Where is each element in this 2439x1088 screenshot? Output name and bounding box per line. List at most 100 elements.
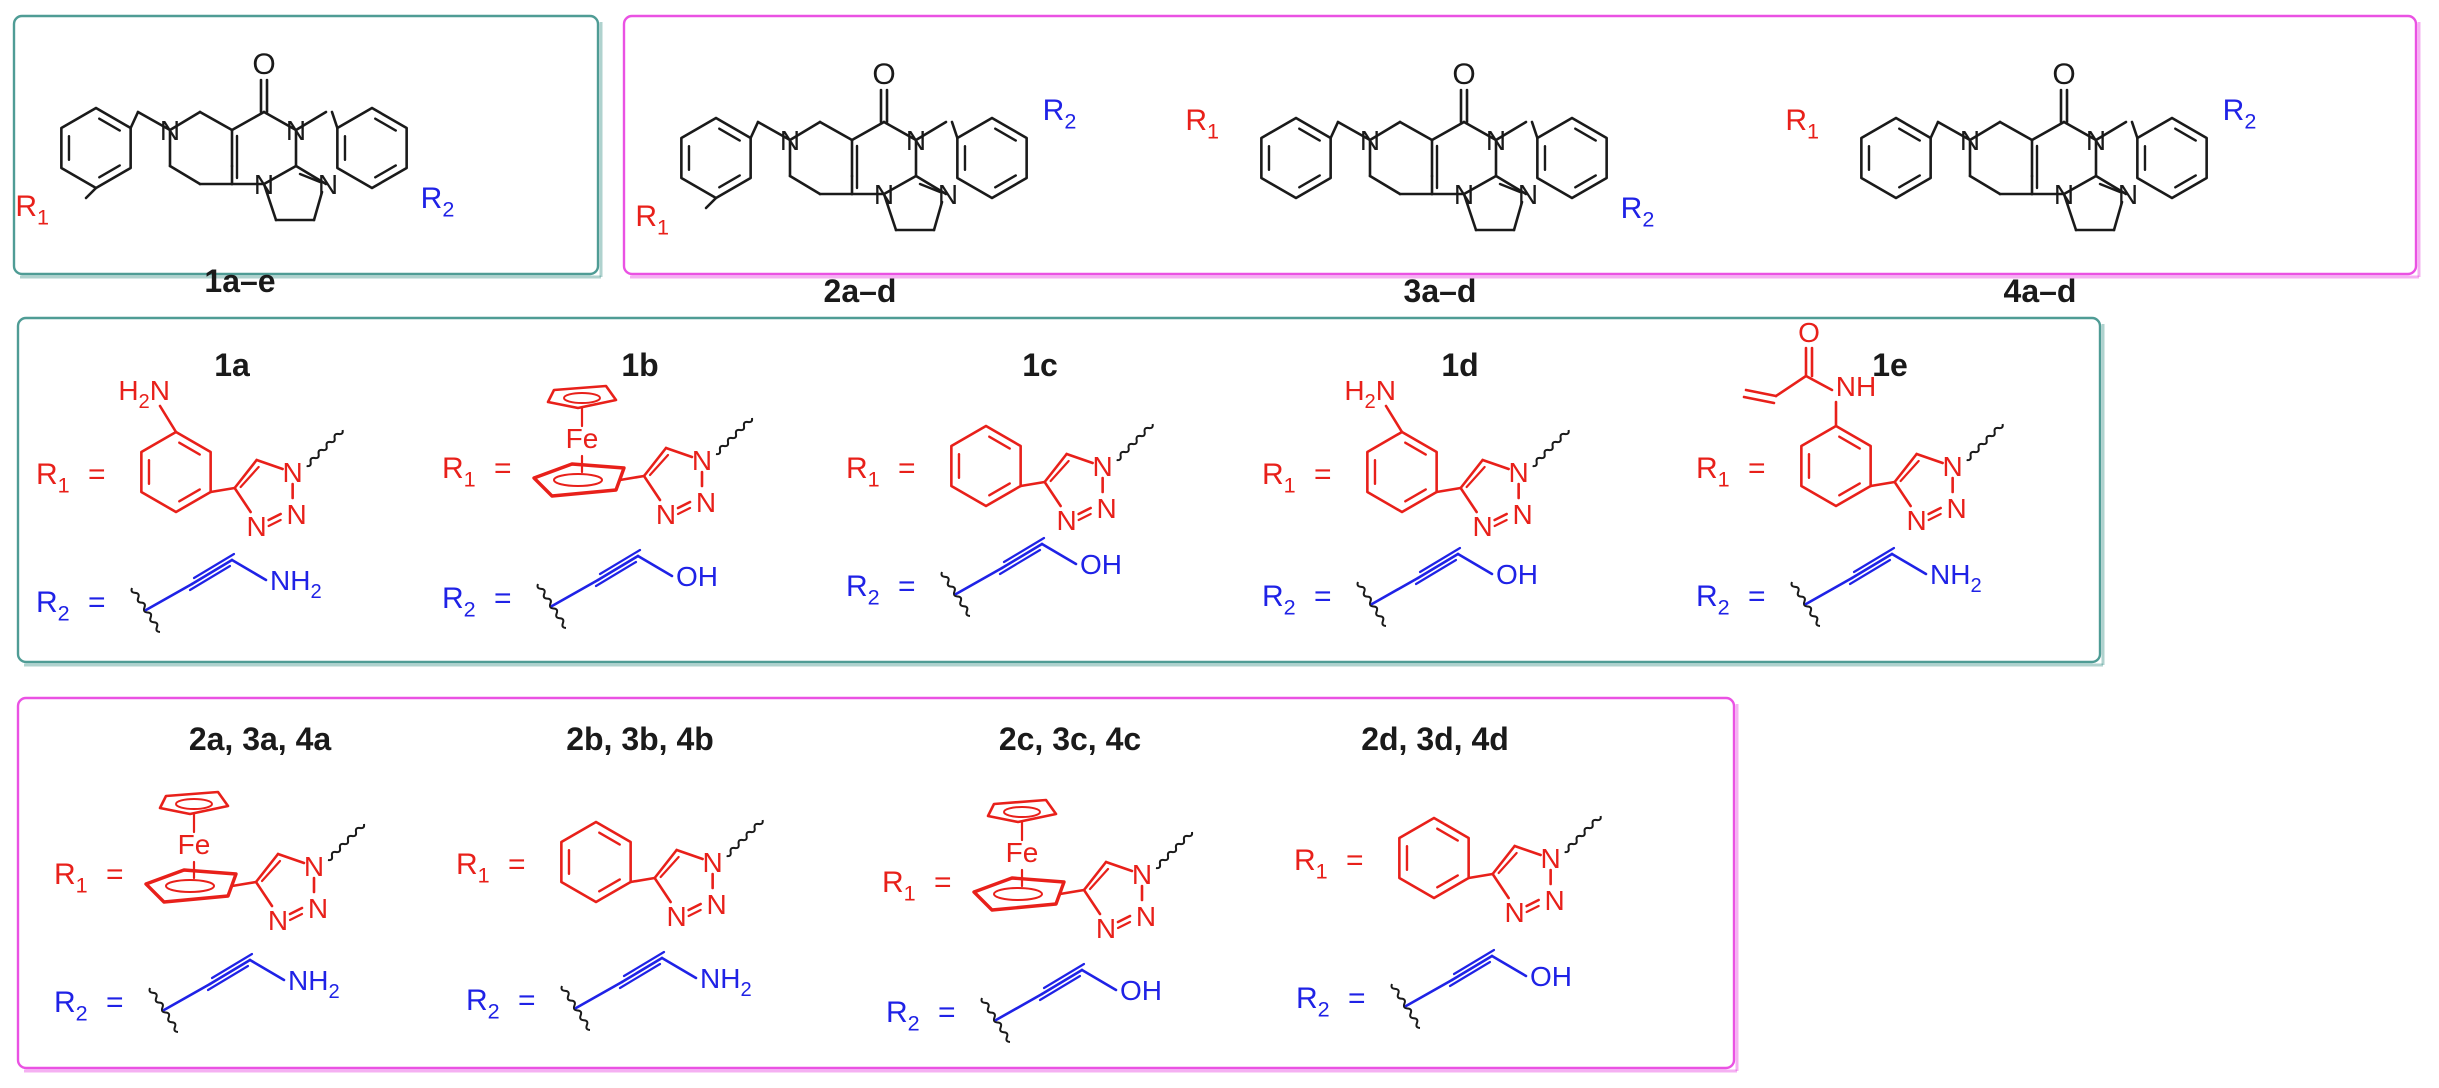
label-text: R2 — [846, 570, 880, 609]
label-text: R1 — [54, 858, 88, 897]
label-text: R2 — [442, 582, 476, 621]
label-text: N — [1545, 885, 1565, 916]
label-text: 1e — [1872, 347, 1908, 383]
label-text: R2 — [886, 996, 920, 1035]
label-text: = — [106, 858, 124, 891]
label-text: R2 — [36, 586, 70, 625]
label-text: N — [247, 511, 267, 542]
label-text: R1 — [15, 190, 49, 229]
label-text: O — [1798, 317, 1820, 348]
wavy-bond-icon — [1155, 831, 1194, 870]
label-text: = — [88, 458, 106, 491]
label-text: N — [692, 445, 712, 476]
label-text: = — [1346, 844, 1364, 877]
triazole-ring-icon: NNN — [642, 417, 754, 530]
label-text: 3a–d — [1404, 273, 1477, 309]
wavy-bond-icon — [1390, 983, 1421, 1029]
label-text: R1 — [1696, 452, 1730, 491]
label-text: N — [1132, 859, 1152, 890]
ferrocene-icon: Fe — [972, 798, 1066, 912]
wavy-bond-icon — [980, 997, 1011, 1043]
label-text: R1 — [635, 200, 669, 239]
wavy-bond-icon — [536, 583, 567, 629]
r2-propargyl: R2=NH2 — [466, 950, 752, 1031]
wavy-bond-icon — [1966, 423, 2004, 462]
ferrocene-icon: Fe — [532, 384, 626, 498]
label-text: R1 — [36, 458, 70, 497]
label-text: N — [1907, 505, 1927, 536]
label-text: N — [1093, 451, 1113, 482]
panel-frame — [16, 696, 1736, 1070]
benzene-ring-icon — [1260, 116, 1332, 200]
label-text: = — [508, 848, 526, 881]
label-text: N — [696, 487, 716, 518]
compound-label: 1d — [1441, 347, 1478, 383]
wavy-bond-icon — [715, 417, 754, 456]
wavy-bond-icon — [327, 823, 366, 862]
label-text: N — [254, 169, 274, 200]
label-text: N — [1097, 493, 1117, 524]
wavy-bond-icon — [726, 819, 764, 858]
label-text: N — [1505, 897, 1525, 928]
ferrocene-icon: Fe — [144, 790, 238, 904]
benzene-ring-icon — [336, 106, 408, 190]
wavy-bond-icon — [1356, 581, 1387, 627]
label-text: NH2 — [288, 965, 340, 1003]
r2-propargyl: R2=OH — [1262, 546, 1538, 627]
wavy-bond-icon — [1532, 429, 1570, 468]
label-text: N — [667, 901, 687, 932]
label-text: = — [1748, 580, 1766, 613]
panel-frame — [622, 14, 2418, 276]
wavy-bond-icon — [1790, 581, 1821, 627]
wavy-bond-icon — [1564, 815, 1602, 854]
label-text: R2 — [466, 984, 500, 1023]
benzene-ring-icon — [680, 116, 752, 200]
label-text: 2a–d — [824, 273, 897, 309]
label-text: 2b, 3b, 4b — [566, 721, 714, 757]
label-text: = — [1748, 452, 1766, 485]
benzene-ring-icon — [956, 116, 1028, 200]
compound-label: 2b, 3b, 4b — [566, 721, 714, 757]
label-text: NH2 — [270, 565, 322, 603]
label-text: Fe — [566, 423, 599, 454]
label-text: R1 — [1262, 458, 1296, 497]
label-text: O — [872, 58, 895, 91]
triazole-ring-icon: NNN — [254, 823, 366, 936]
label-text: R1 — [456, 848, 490, 887]
label-text: 1a–e — [204, 263, 275, 299]
label-text: = — [88, 586, 106, 619]
triazole-ring-icon: NNN — [1459, 429, 1570, 542]
wavy-bond-icon — [1116, 423, 1154, 462]
label-text: 4a–d — [2004, 273, 2077, 309]
wavy-bond-icon — [306, 429, 344, 468]
label-text: 2d, 3d, 4d — [1361, 721, 1509, 757]
label-text: N — [938, 179, 958, 210]
label-text: N — [703, 847, 723, 878]
triazole-ring-icon: NNN — [1043, 423, 1154, 536]
label-text: N — [656, 499, 676, 530]
label-text: OH — [1496, 559, 1538, 590]
r2-propargyl: R2=OH — [1296, 948, 1572, 1029]
label-text: = — [898, 570, 916, 603]
label-text: NH2 — [1930, 559, 1982, 597]
benzene-ring-icon — [1398, 816, 1470, 900]
panel-frame — [12, 14, 600, 276]
label-text: N — [1518, 179, 1538, 210]
label-text: R2 — [1262, 580, 1296, 619]
label-text: R1 — [1785, 104, 1819, 143]
label-text: R2 — [1296, 982, 1330, 1021]
label-text: N — [1509, 457, 1529, 488]
label-text: R2 — [1043, 94, 1077, 133]
label-text: N — [2054, 179, 2074, 210]
wavy-bond-icon — [130, 587, 161, 633]
label-text: = — [106, 986, 124, 1019]
compound-label: 1e — [1872, 347, 1908, 383]
label-text: 1b — [621, 347, 658, 383]
triazole-ring-icon: NNN — [1893, 423, 2004, 536]
label-text: 1a — [214, 347, 250, 383]
